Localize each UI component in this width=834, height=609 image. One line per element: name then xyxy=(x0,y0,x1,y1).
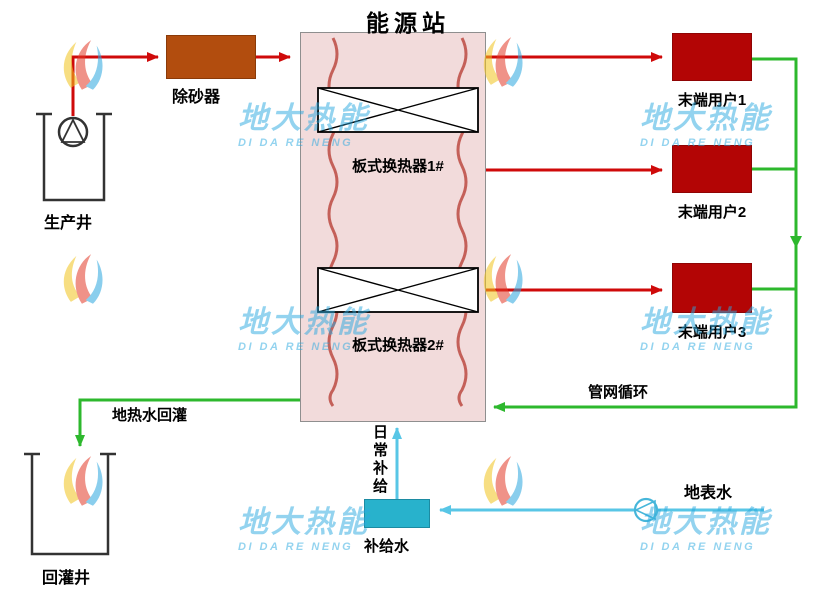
surface-water-pump-icon xyxy=(633,497,659,523)
end-user-1-box xyxy=(672,33,752,81)
heat-exchanger-2-icon xyxy=(317,267,479,313)
green-flow-arrow xyxy=(790,236,802,248)
production-well-label: 生产井 xyxy=(44,215,93,232)
heat-exchanger-1-label: 板式换热器1# xyxy=(352,158,444,175)
network-loop-label: 管网循环 xyxy=(588,384,649,401)
production-well-pump-icon xyxy=(57,116,89,148)
heat-exchanger-1-icon xyxy=(317,87,479,133)
daily-supply-label: 日常补给 xyxy=(371,424,388,496)
end-user-2-box xyxy=(672,145,752,193)
reinjection-well-shape xyxy=(24,452,116,556)
heat-exchanger-2-label: 板式换热器2# xyxy=(352,337,444,354)
end-user-2-label: 末端用户2 xyxy=(677,204,747,221)
end-user-1-label: 末端用户1 xyxy=(677,92,747,109)
reinjection-label: 地热水回灌 xyxy=(112,407,188,424)
reinjection-well-label: 回灌井 xyxy=(42,570,91,587)
makeup-water-label: 补给水 xyxy=(364,538,410,555)
production-well-shape xyxy=(36,112,112,202)
end-user-3-box xyxy=(672,263,752,313)
page-title: 能源站 xyxy=(366,10,450,36)
sand-remover-label: 除砂器 xyxy=(172,89,221,106)
green-return-pipes xyxy=(75,57,798,447)
end-user-3-label: 末端用户3 xyxy=(677,324,747,341)
sand-remover-box xyxy=(166,35,256,79)
cyan-makeup-pipes xyxy=(392,427,764,515)
makeup-water-box xyxy=(364,499,430,528)
surface-water-label: 地表水 xyxy=(684,485,733,502)
